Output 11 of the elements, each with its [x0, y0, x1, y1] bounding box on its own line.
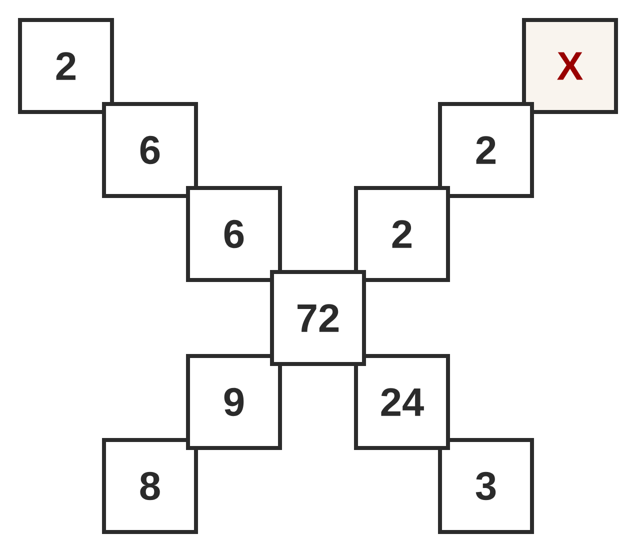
number-box: 24	[354, 354, 450, 450]
number-box: 72	[270, 270, 366, 366]
number-box: 6	[186, 186, 282, 282]
number-box: 6	[102, 102, 198, 198]
number-box: 3	[438, 438, 534, 534]
number-box: 2	[18, 18, 114, 114]
number-box: 2	[354, 186, 450, 282]
number-box: 9	[186, 354, 282, 450]
number-box: 2	[438, 102, 534, 198]
unknown-box: X	[522, 18, 618, 114]
number-box: 8	[102, 438, 198, 534]
